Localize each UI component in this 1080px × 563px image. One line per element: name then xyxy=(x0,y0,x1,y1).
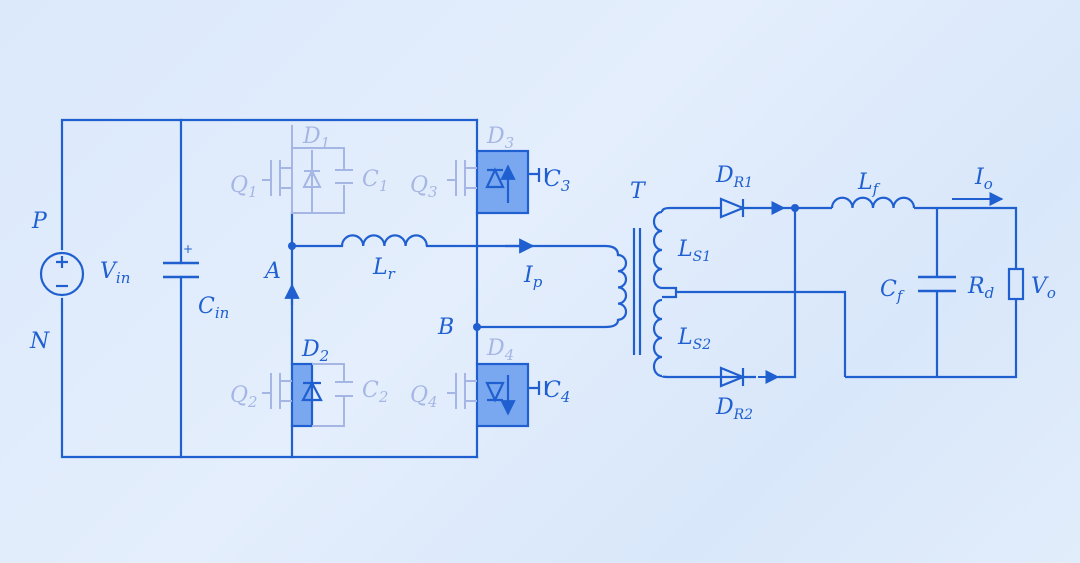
label-io: Io xyxy=(974,165,993,193)
label-c2: C2 xyxy=(362,378,388,406)
label-q4: Q4 xyxy=(410,383,438,411)
q1-mosfet xyxy=(262,125,353,214)
d4-diode xyxy=(485,381,505,403)
label-a: A xyxy=(263,259,281,284)
label-lf: Lf xyxy=(857,170,881,198)
node-a-dot xyxy=(288,242,296,250)
d2-diode xyxy=(301,380,323,402)
q2-mosfet xyxy=(262,363,353,427)
label-p: P xyxy=(31,209,48,234)
label-c1: C1 xyxy=(362,167,388,195)
label-n: N xyxy=(29,329,50,354)
q3-active-region xyxy=(475,149,530,215)
label-cin: Cin xyxy=(198,294,229,322)
faded-switches xyxy=(262,125,477,427)
output-wires xyxy=(660,206,1018,379)
b-wire xyxy=(475,318,620,329)
label-b: B xyxy=(437,315,454,340)
label-t: T xyxy=(630,179,647,204)
cin-plus-sign: + xyxy=(183,242,193,256)
label-rd: Rd xyxy=(967,274,994,302)
label-ls2: LS2 xyxy=(677,325,711,353)
label-dr1: DR1 xyxy=(715,163,753,191)
label-d3: D3 xyxy=(486,124,514,152)
lr-inductor xyxy=(340,234,428,247)
label-d1: D1 xyxy=(302,124,330,152)
d2-active-region xyxy=(290,362,314,428)
main-wires xyxy=(60,118,620,459)
label-q1: Q1 xyxy=(230,173,258,201)
cf-capacitor xyxy=(918,275,956,293)
rd-resistor xyxy=(1007,267,1025,301)
active-switch-regions xyxy=(290,149,530,428)
primary-winding xyxy=(617,253,628,321)
cin-capacitor xyxy=(163,261,199,279)
q4-mosfet xyxy=(447,373,477,409)
label-q3: Q3 xyxy=(410,173,438,201)
c4-capacitor xyxy=(528,381,548,395)
q4-active-region xyxy=(475,362,530,428)
output-node-dot xyxy=(791,204,799,212)
label-cf: Cf xyxy=(880,277,905,305)
secondary-ls1 xyxy=(652,210,663,290)
lf-inductor xyxy=(830,196,916,209)
label-c3: C3 xyxy=(544,167,570,195)
label-ls1: LS1 xyxy=(677,237,711,265)
node-b-dot xyxy=(473,323,481,331)
secondary-ls2 xyxy=(652,298,663,378)
label-vo: Vo xyxy=(1031,274,1056,302)
dr2-diode xyxy=(719,366,746,388)
dr1-diode xyxy=(719,197,746,219)
label-dr2: DR2 xyxy=(715,395,753,423)
label-c4: C4 xyxy=(544,378,570,406)
label-q2: Q2 xyxy=(230,383,258,411)
label-d4: D4 xyxy=(486,336,514,364)
input-loop-wire xyxy=(60,118,479,459)
q3-mosfet xyxy=(447,160,477,196)
label-lr: Lr xyxy=(372,255,396,283)
lr-wire xyxy=(290,244,620,257)
voltage-source xyxy=(39,251,85,297)
transformer xyxy=(617,210,847,378)
label-vin: Vin xyxy=(100,259,130,287)
label-ip: Ip xyxy=(523,263,543,291)
active-parts xyxy=(301,167,548,403)
label-d2: D2 xyxy=(301,337,329,365)
c3-capacitor xyxy=(528,168,548,182)
